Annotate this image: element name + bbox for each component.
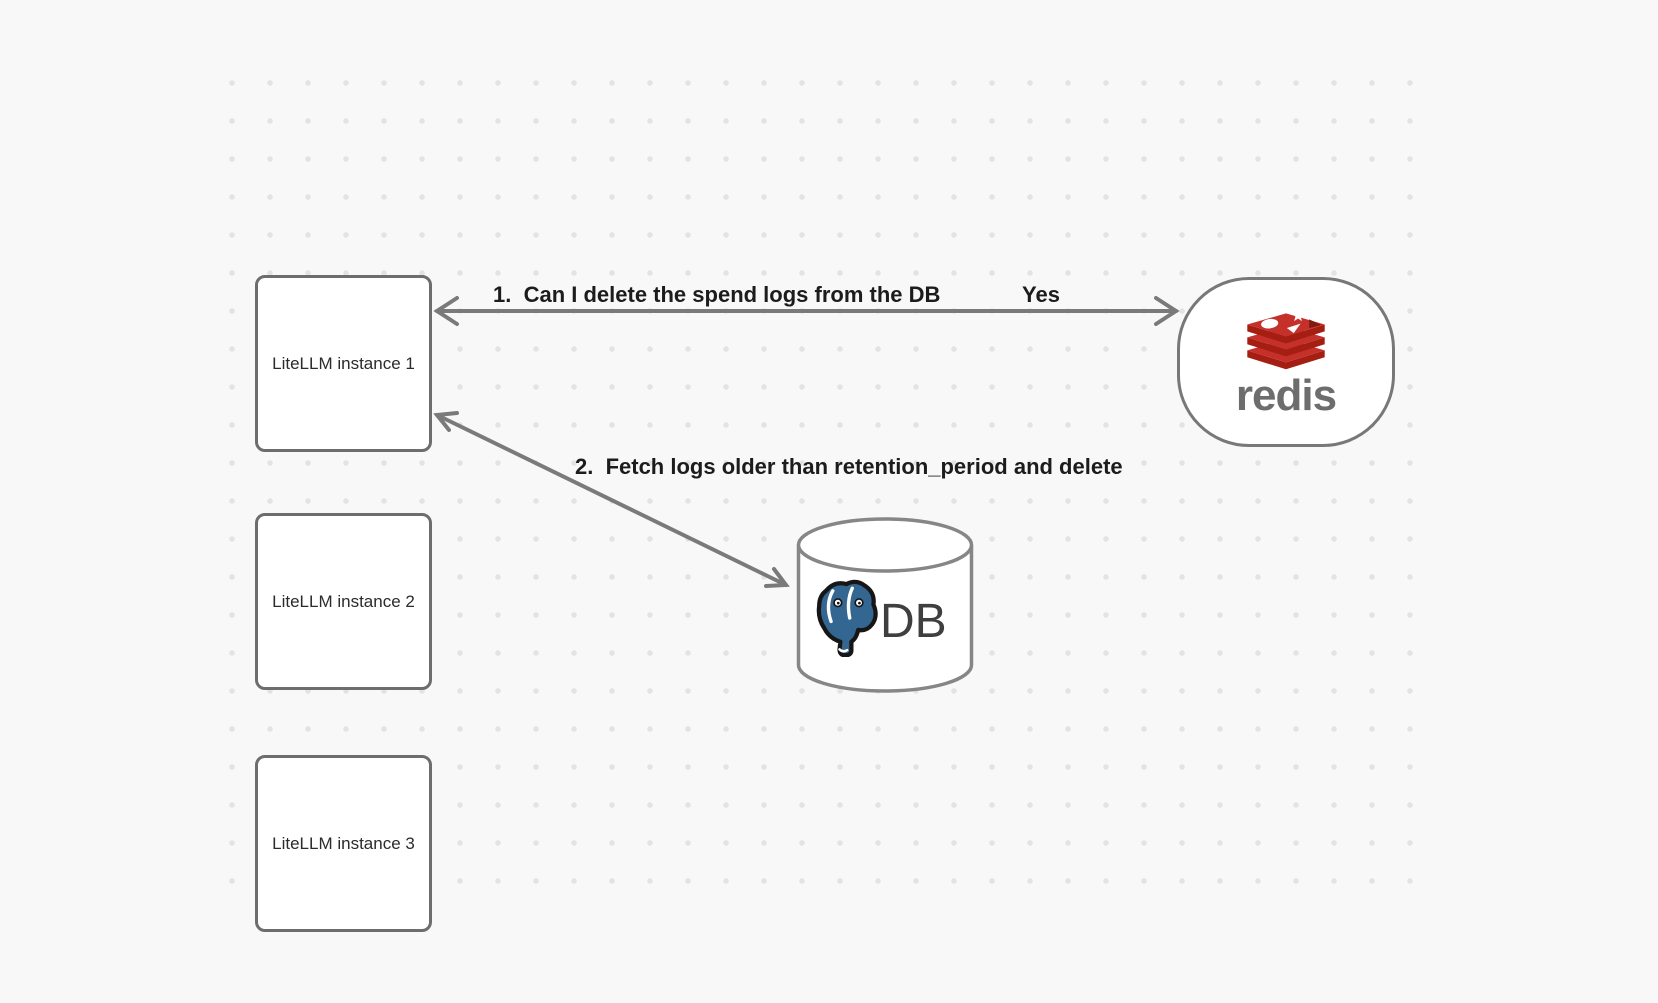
edge1-response-label: Yes [1022,282,1060,307]
db-label: DB [880,595,947,648]
redis-stack-icon [1247,307,1325,369]
node-litellm-instance-3-label: LiteLLM instance 3 [272,833,415,853]
db-cylinder: DB [796,517,974,693]
node-litellm-instance-2-label: LiteLLM instance 2 [272,591,415,611]
postgresql-elephant-icon [816,579,878,657]
node-litellm-instance-1-label: LiteLLM instance 1 [272,353,415,373]
node-db: DB [795,517,975,695]
node-litellm-instance-2: LiteLLM instance 2 [255,513,432,690]
node-litellm-instance-1: LiteLLM instance 1 [255,275,432,452]
redis-wordmark: redis [1235,370,1337,420]
edge2-label: 2. Fetch logs older than retention_perio… [575,454,1123,479]
edge1-label: 1. Can I delete the spend logs from the … [493,282,941,307]
node-redis: redis [1177,277,1395,447]
node-litellm-instance-3: LiteLLM instance 3 [255,755,432,932]
